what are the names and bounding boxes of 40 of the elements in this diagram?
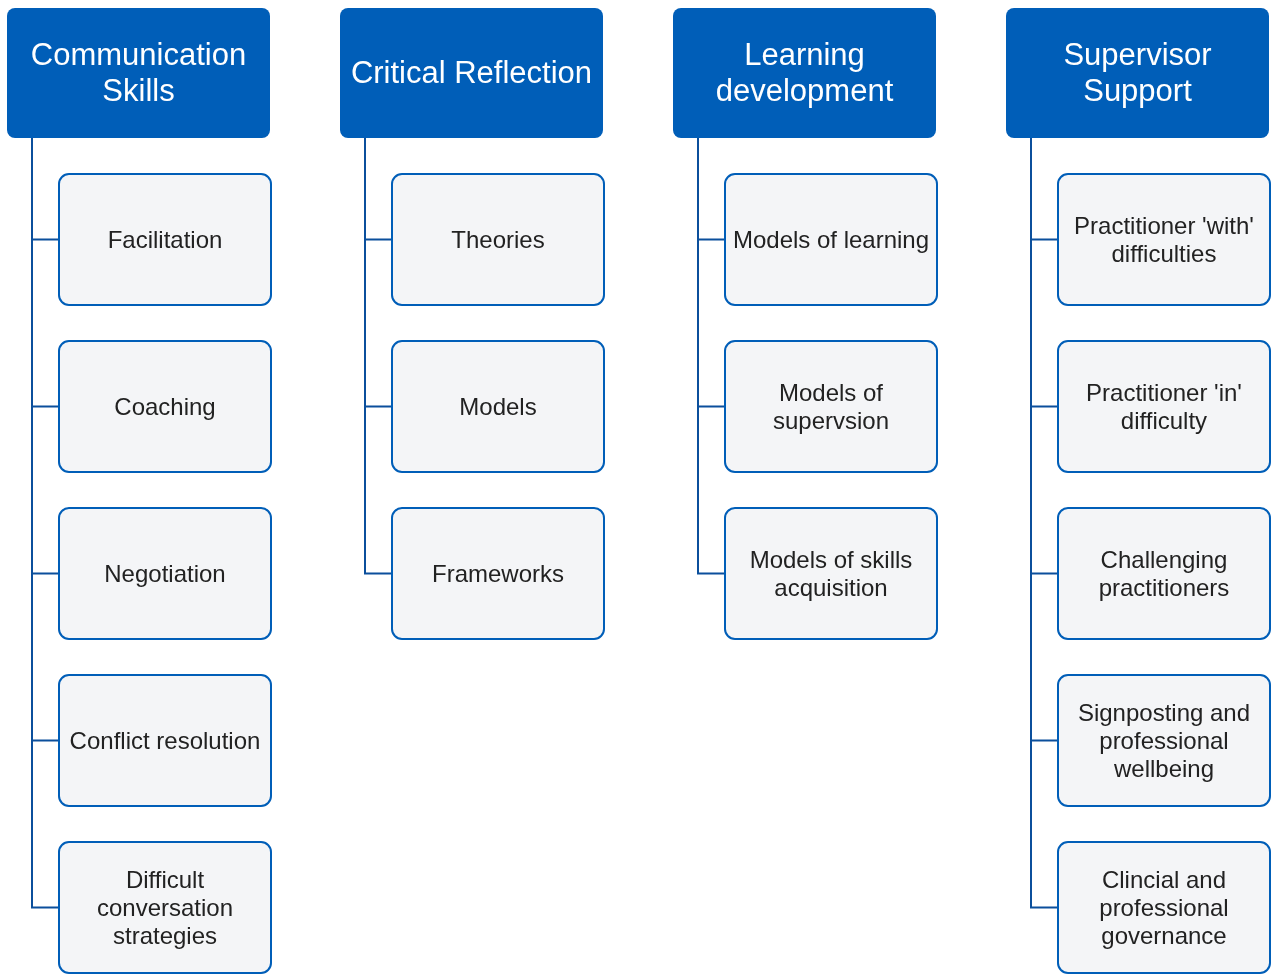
header-text: Critical Reflection xyxy=(350,55,593,91)
topic-box xyxy=(58,841,272,974)
category-header xyxy=(7,8,270,138)
topic-text: Frameworks xyxy=(432,559,564,588)
topic-text: Practitioner 'in' difficulty xyxy=(1085,378,1243,435)
topic-box xyxy=(724,507,938,640)
topic-text: Models of learning xyxy=(732,225,930,254)
topic-box xyxy=(1057,173,1271,306)
category-header xyxy=(1006,8,1269,138)
topic-text: Models of skills acquisition xyxy=(748,545,914,602)
topic-box xyxy=(1057,340,1271,473)
topic-box xyxy=(1057,507,1271,640)
topic-text: Conflict resolution xyxy=(69,726,261,755)
topic-text: Clincial and professional governance xyxy=(1098,865,1230,950)
topic-text: Theories xyxy=(451,225,545,254)
topic-text: Models xyxy=(459,392,537,421)
topic-box xyxy=(58,340,272,473)
topic-text: Facilitation xyxy=(107,225,223,254)
topic-box xyxy=(58,674,272,807)
topic-text: Negotiation xyxy=(104,559,226,588)
topic-text: Challenging practitioners xyxy=(1097,545,1231,602)
topic-text: Difficult conversation strategies xyxy=(95,865,235,950)
topic-text: Signposting and professional wellbeing xyxy=(1076,698,1252,783)
topic-box xyxy=(724,340,938,473)
topic-box xyxy=(391,340,605,473)
topic-box xyxy=(724,173,938,306)
topic-box xyxy=(1057,841,1271,974)
category-header xyxy=(673,8,936,138)
topic-box xyxy=(391,507,605,640)
category-header xyxy=(340,8,603,138)
topic-text: Coaching xyxy=(114,392,216,421)
topic-box xyxy=(1057,674,1271,807)
header-text: Learning development xyxy=(714,37,895,109)
topic-box xyxy=(58,507,272,640)
header-text: Communication Skills xyxy=(29,37,248,109)
topic-text: Models of supervsion xyxy=(771,378,891,435)
topic-box xyxy=(58,173,272,306)
header-text: Supervisor Support xyxy=(1062,37,1213,109)
topic-text: Practitioner 'with' difficulties xyxy=(1073,211,1255,268)
topic-box xyxy=(391,173,605,306)
